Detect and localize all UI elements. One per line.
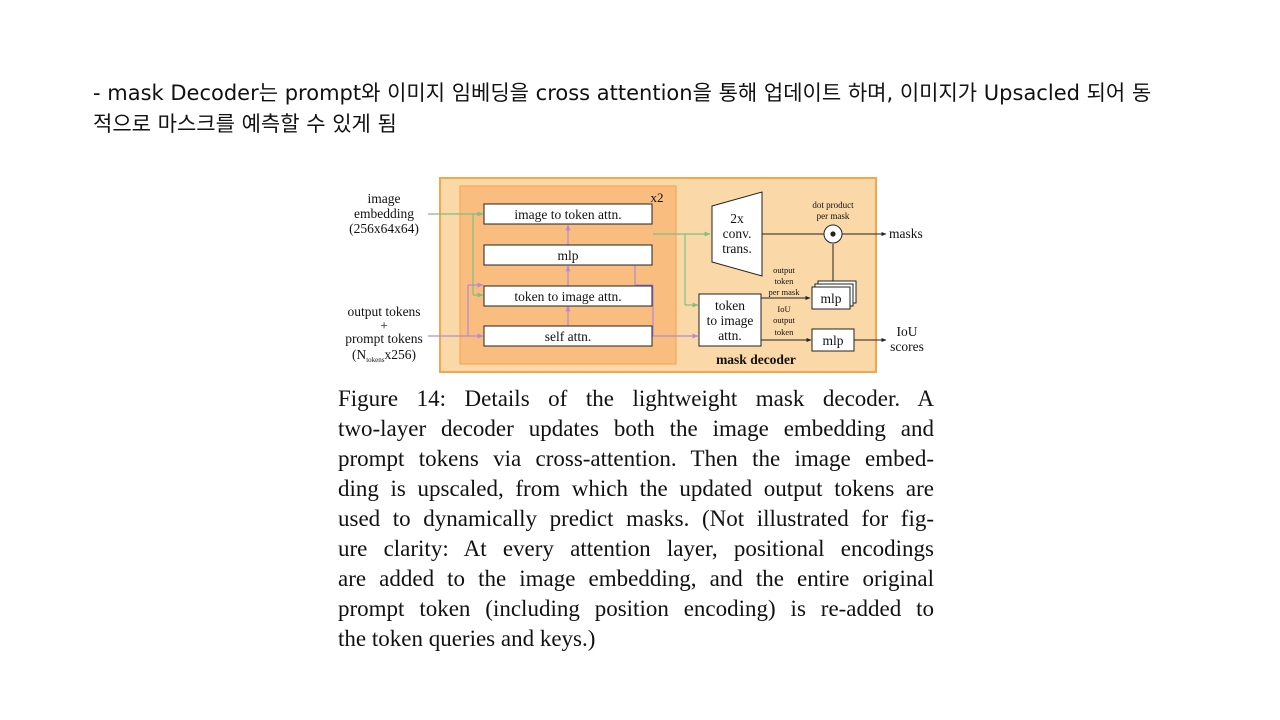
bullet-line-1: - mask Decoder는 prompt와 이미지 임베딩을 cross a…: [93, 81, 1152, 105]
svg-text:mlp: mlp: [557, 248, 578, 263]
mask-mlp-stack: mlp: [811, 280, 857, 310]
svg-text:(256x64x64): (256x64x64): [349, 221, 419, 236]
tokens-input-label: output tokens + prompt tokens (Ntokensx2…: [345, 304, 423, 364]
final-token-to-image-attn: token to image attn.: [698, 293, 762, 347]
caption-line: prompt token (including position encodin…: [338, 596, 934, 621]
svg-text:mlp: mlp: [820, 291, 841, 306]
dot-product-node: [823, 224, 843, 244]
caption-line: the token queries and keys.): [338, 626, 596, 651]
svg-text:image to token attn.: image to token attn.: [514, 207, 621, 222]
svg-text:2x: 2x: [730, 211, 744, 226]
iou-mlp-box: mlp: [811, 328, 855, 352]
image-embedding-flow-arrows: [428, 211, 711, 308]
svg-text:token: token: [715, 298, 745, 313]
svg-text:self attn.: self attn.: [545, 329, 592, 344]
svg-text:per mask: per mask: [769, 287, 801, 297]
caption-line: two-layer decoder updates both the image…: [338, 416, 934, 441]
image-embedding-input-label: image embedding (256x64x64): [349, 191, 419, 236]
svg-text:per mask: per mask: [817, 211, 850, 221]
layer-self-attn: self attn.: [483, 325, 653, 347]
svg-text:output: output: [773, 315, 795, 325]
caption-line: used to dynamically predict masks. (Not …: [338, 506, 934, 531]
svg-text:to image: to image: [707, 313, 754, 328]
svg-text:image: image: [368, 191, 401, 206]
caption-line: prompt tokens via cross-attention. Then …: [338, 446, 934, 471]
svg-text:IoU: IoU: [777, 304, 790, 314]
iou-token-note: IoU output token: [773, 304, 795, 337]
svg-text:scores: scores: [890, 339, 924, 354]
svg-text:+: +: [380, 318, 388, 333]
layer-mlp: mlp: [483, 244, 653, 266]
caption-line: are added to the image embedding, and th…: [338, 566, 934, 591]
svg-text:token: token: [775, 327, 795, 337]
bullet-line-2: 적으로 마스크를 예측할 수 있게 됨: [93, 112, 397, 136]
upscale-conv-trans-block: 2x conv. trans.: [711, 191, 763, 277]
svg-text:conv.: conv.: [723, 226, 752, 241]
svg-text:(Ntokensx256): (Ntokensx256): [352, 347, 416, 364]
iou-scores-output-label: IoU scores: [890, 324, 924, 354]
svg-text:dot product: dot product: [812, 200, 854, 210]
svg-text:token: token: [775, 276, 795, 286]
svg-text:attn.: attn.: [718, 328, 742, 343]
svg-text:embedding: embedding: [354, 206, 414, 221]
layer-image-to-token-attn: image to token attn.: [483, 203, 653, 225]
output-flow-arrows: [761, 232, 887, 342]
svg-text:IoU: IoU: [897, 324, 918, 339]
svg-text:output tokens: output tokens: [347, 304, 420, 319]
output-token-note: output token per mask: [769, 265, 801, 297]
dot-product-label: dot product per mask: [812, 200, 854, 221]
svg-text:prompt tokens: prompt tokens: [345, 331, 423, 346]
mask-decoder-title: mask decoder: [716, 352, 796, 367]
mask-decoder-diagram: image embedding (256x64x64) output token…: [345, 177, 924, 373]
caption-line: Figure 14: Details of the lightweight ma…: [338, 386, 934, 411]
svg-text:mlp: mlp: [822, 333, 843, 348]
slide-bullet-text: - mask Decoder는 prompt와 이미지 임베딩을 cross a…: [93, 78, 1233, 140]
masks-output-label: masks: [889, 226, 923, 241]
repeat-count-label: x2: [651, 190, 664, 205]
caption-line: ure clarity: At every attention layer, p…: [338, 536, 934, 561]
svg-text:token to image attn.: token to image attn.: [514, 289, 621, 304]
svg-text:trans.: trans.: [722, 241, 752, 256]
caption-line: ding is upscaled, from which the updated…: [338, 476, 934, 501]
figure-caption: Figure 14: Details of the lightweight ma…: [338, 384, 934, 654]
svg-text:output: output: [773, 265, 795, 275]
layer-token-to-image-attn: token to image attn.: [483, 285, 653, 307]
